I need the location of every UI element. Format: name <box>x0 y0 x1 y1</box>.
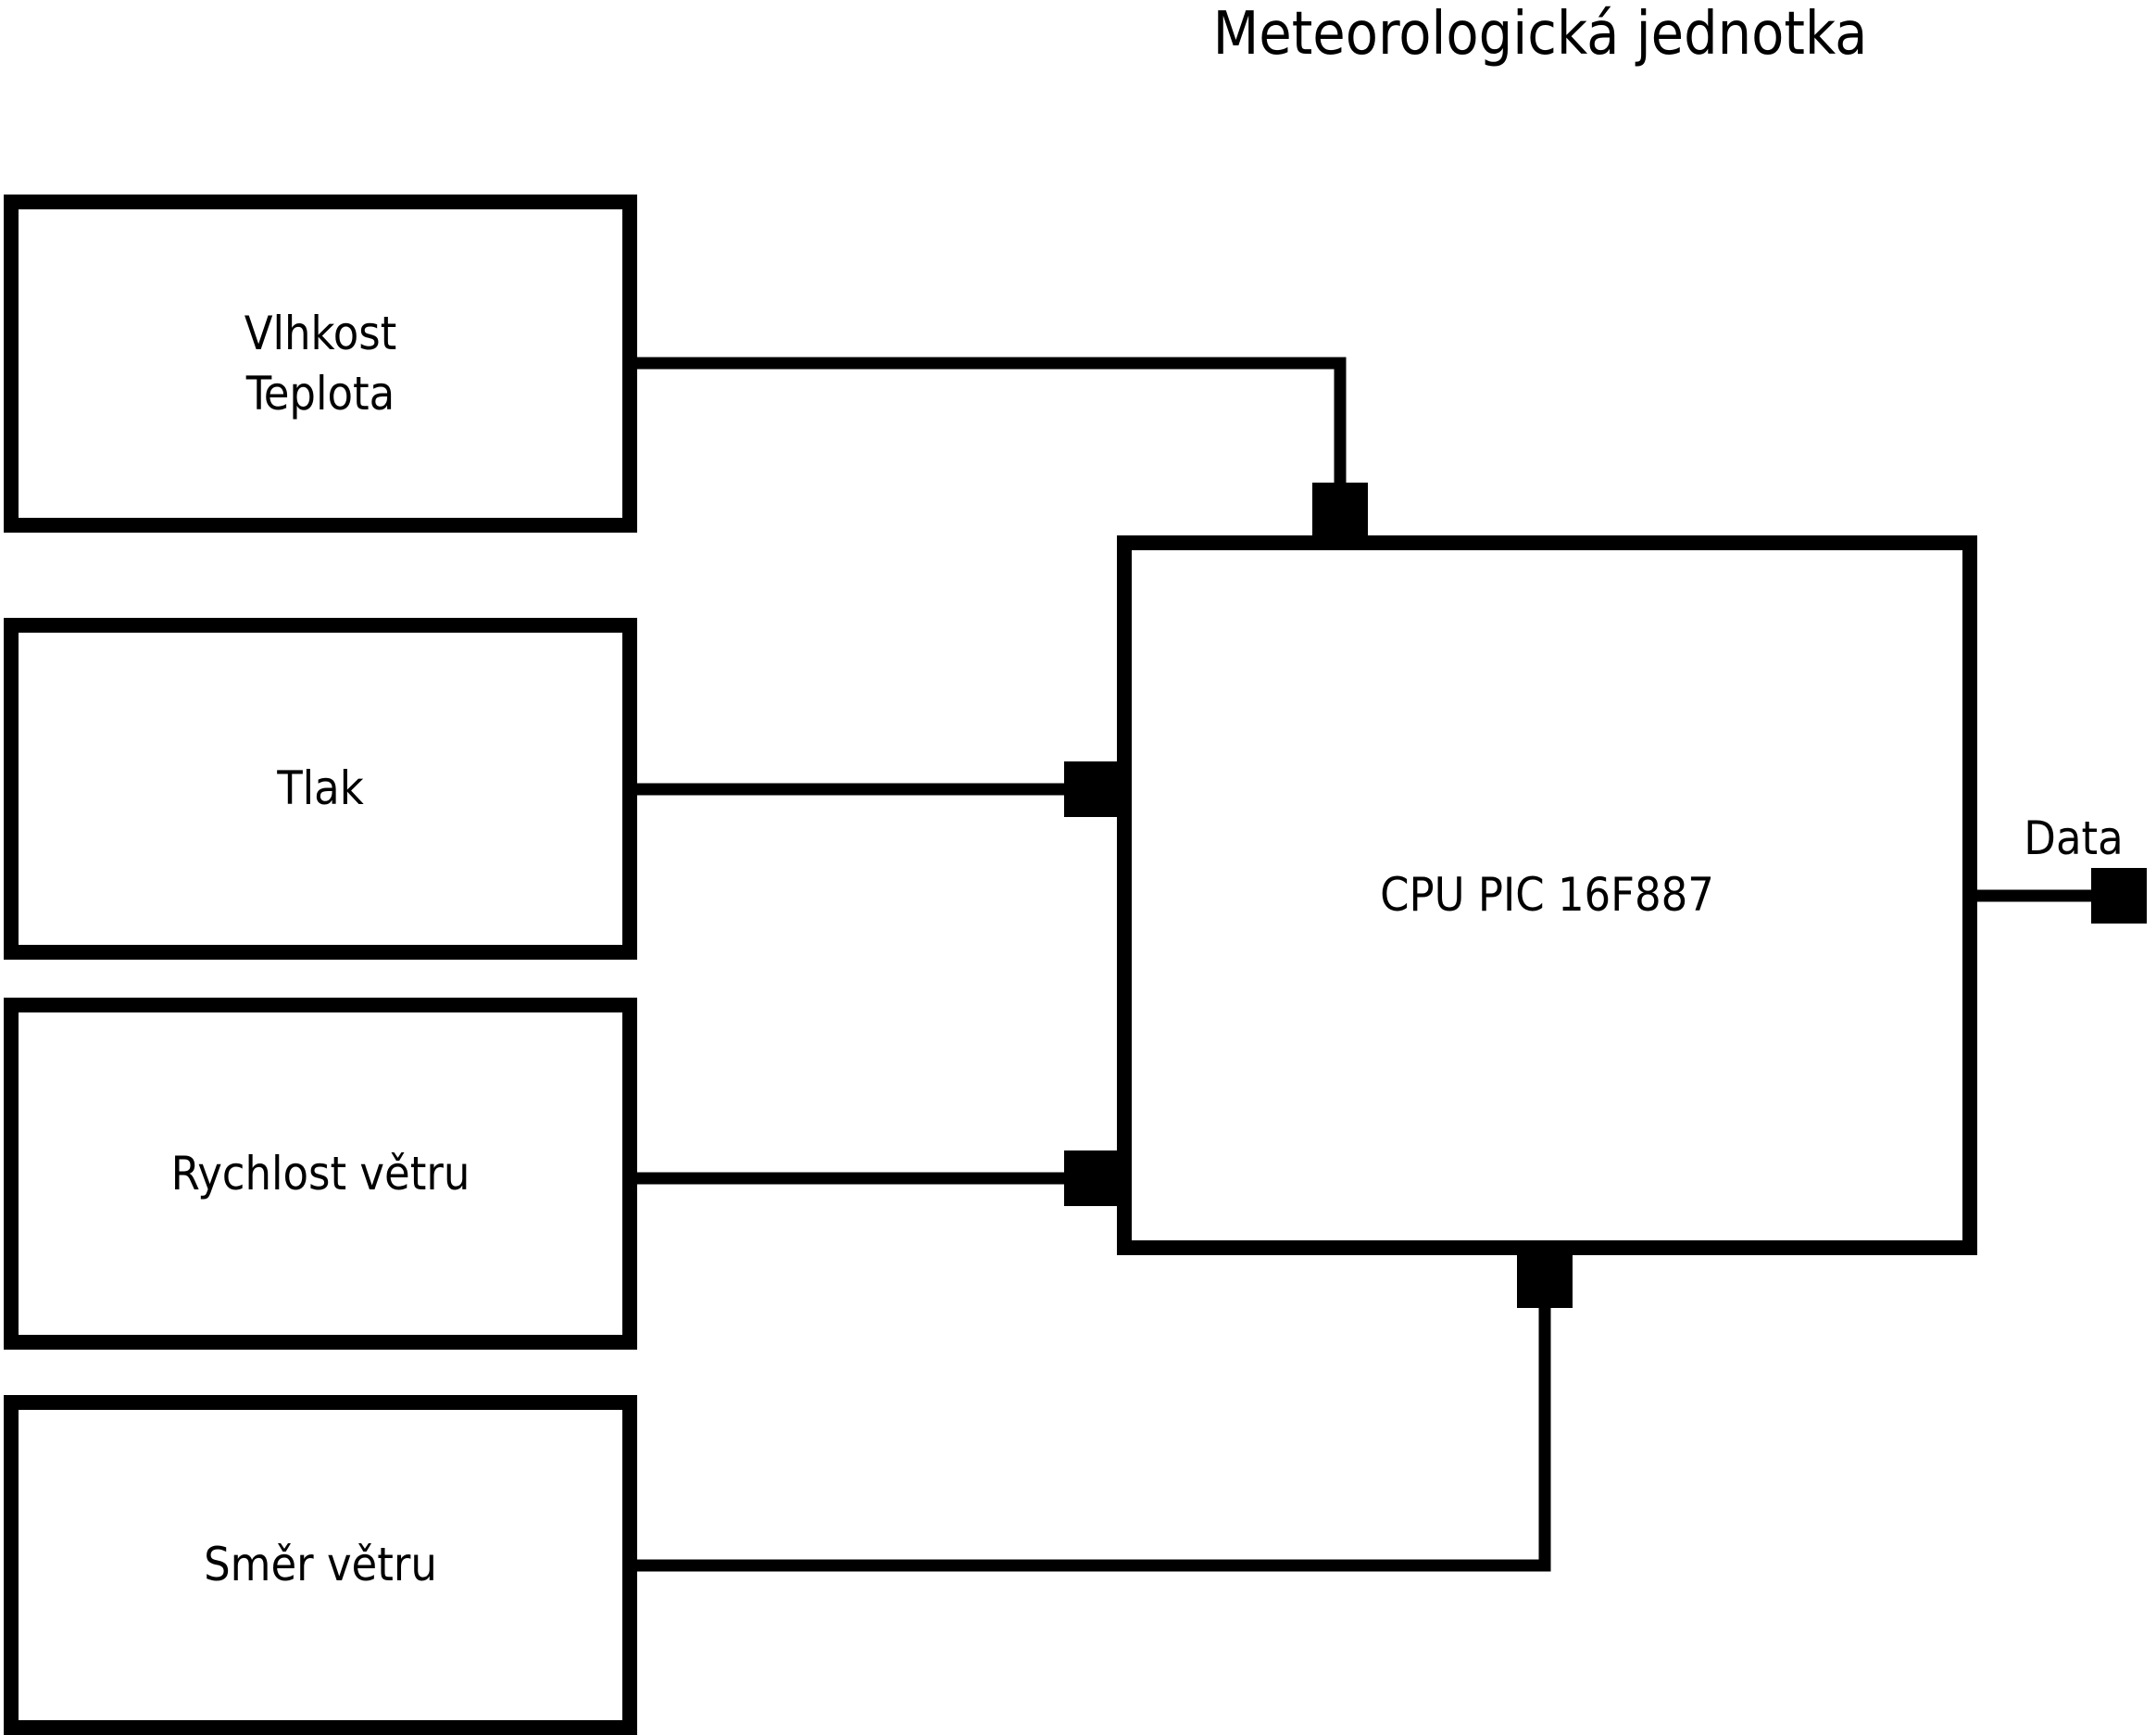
cpu-box-label: CPU PIC 16F887 <box>1380 868 1714 922</box>
sensor-box-label: Rychlost větru <box>170 1146 470 1201</box>
arrow-smer-vetru-to-cpu <box>637 1266 1545 1572</box>
sensor-box-vlhkost-teplota: Vlhkost Teplota <box>4 195 637 533</box>
sensor-box-label: Tlak <box>277 761 364 815</box>
arrow-vlhkost-teplota-to-cpu <box>637 357 1340 524</box>
data-output-label: Data <box>2024 811 2124 865</box>
sensor-box-smer-vetru: Směr větru <box>4 1395 637 1735</box>
sensor-box-label: Vlhkost Teplota <box>244 306 397 421</box>
sensor-box-tlak: Tlak <box>4 618 637 960</box>
sensor-box-rychlost-vetru: Rychlost větru <box>4 998 637 1350</box>
cpu-box: CPU PIC 16F887 <box>1117 535 1977 1255</box>
sensor-box-label: Směr větru <box>204 1538 437 1591</box>
diagram-title: Meteorologická jednotka <box>1212 0 1868 69</box>
